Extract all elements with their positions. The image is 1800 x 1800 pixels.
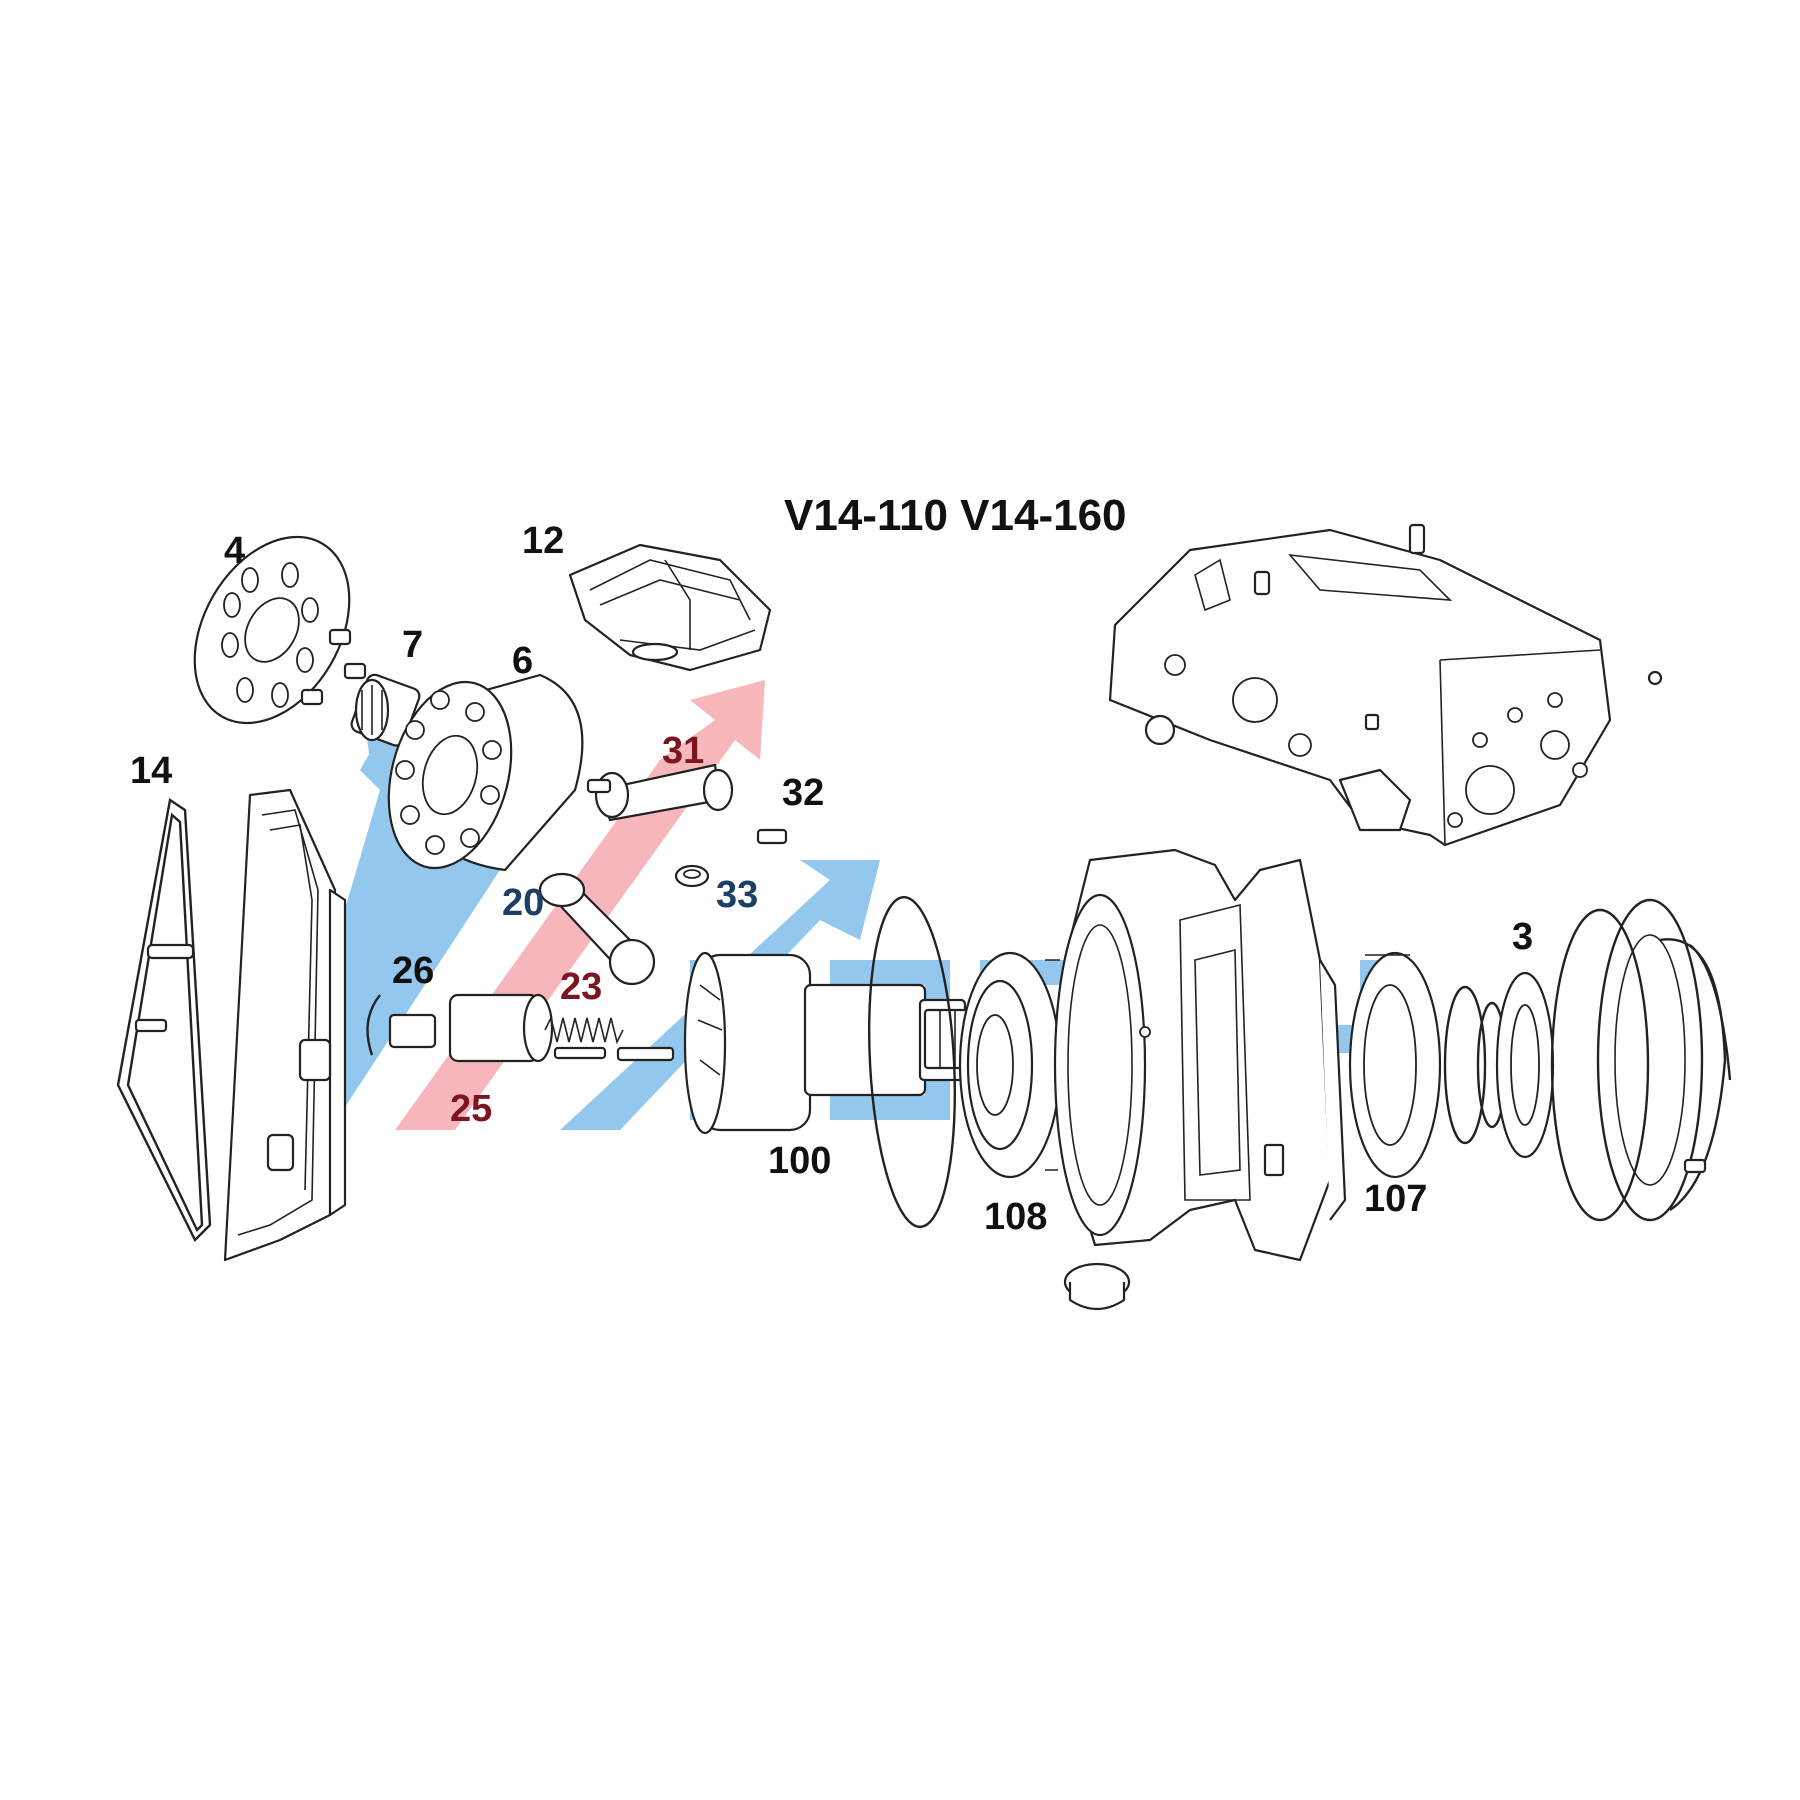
part-7-needle-bearing bbox=[350, 673, 421, 747]
part-label-100: 100 bbox=[768, 1140, 832, 1182]
part-14-gasket bbox=[116, 797, 212, 1243]
diagram-title: V14-110 V14-160 bbox=[784, 491, 1127, 540]
part-circlips-seal bbox=[1443, 971, 1555, 1159]
part-25-control-piston bbox=[448, 993, 554, 1063]
part-label-4: 4 bbox=[224, 530, 246, 572]
part-control-valve-block bbox=[1108, 523, 1663, 847]
part-label-25: 25 bbox=[450, 1088, 493, 1130]
part-6-cylinder-block bbox=[387, 673, 584, 872]
part-26-circlip-sleeve bbox=[366, 994, 437, 1056]
part-3-retaining-rings bbox=[1550, 898, 1732, 1222]
part-label-26: 26 bbox=[392, 950, 435, 992]
part-plug bbox=[1063, 1262, 1131, 1311]
part-label-14: 14 bbox=[130, 750, 173, 792]
part-4-valve-plate bbox=[193, 535, 367, 725]
part-label-33: 33 bbox=[716, 874, 759, 916]
part-label-107: 107 bbox=[1364, 1178, 1428, 1220]
part-label-7: 7 bbox=[402, 624, 424, 666]
part-label-20: 20 bbox=[502, 882, 545, 924]
part-main-housing bbox=[1053, 848, 1347, 1262]
part-label-31: 31 bbox=[662, 730, 705, 772]
part-label-6: 6 bbox=[512, 640, 534, 682]
part-label-12: 12 bbox=[522, 520, 565, 562]
part-label-3: 3 bbox=[1512, 916, 1534, 958]
part-33-bushing bbox=[674, 864, 710, 888]
part-107-bearing bbox=[1348, 951, 1442, 1179]
part-20-piston bbox=[538, 872, 656, 986]
part-label-108: 108 bbox=[984, 1196, 1048, 1238]
part-label-32: 32 bbox=[782, 772, 825, 814]
part-23-spring bbox=[544, 1015, 675, 1062]
part-label-23: 23 bbox=[560, 966, 603, 1008]
part-oring-large bbox=[867, 896, 957, 1228]
part-12-swash-cradle bbox=[568, 543, 772, 672]
part-port-cover bbox=[223, 788, 347, 1262]
part-108-roller-bearing bbox=[958, 951, 1062, 1179]
part-32-pin bbox=[756, 828, 788, 845]
part-31-rod bbox=[586, 763, 734, 822]
